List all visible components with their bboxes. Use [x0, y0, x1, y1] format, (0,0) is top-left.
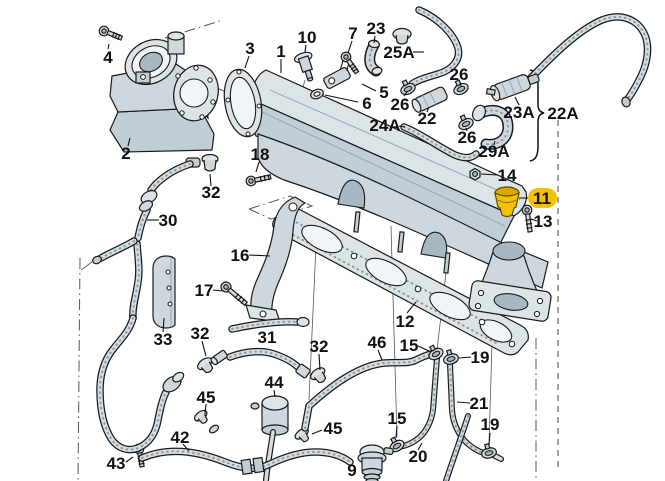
callout-31: 31	[258, 328, 277, 347]
callout-6: 6	[362, 94, 371, 113]
hose-46	[301, 350, 435, 432]
callout-5: 5	[379, 83, 388, 102]
inline-connector-31	[162, 371, 185, 393]
tee-canister-44	[250, 395, 289, 481]
bolt-13	[521, 204, 533, 233]
highlighted-part-11-plug[interactable]	[494, 186, 520, 218]
elbow-29a	[471, 104, 514, 150]
grommet-32-mid	[310, 367, 327, 384]
callout-15-b: 15	[388, 409, 407, 428]
heat-shield-sleeve-33	[152, 255, 176, 329]
hose-loop-lower-left	[96, 314, 170, 454]
callout-22a: 22A	[547, 104, 578, 123]
callout-1: 1	[276, 42, 285, 61]
hose-top-1	[408, 6, 463, 88]
callout-22: 22	[418, 109, 437, 128]
callout-2: 2	[121, 144, 130, 163]
callout-11-highlighted[interactable]: 11	[533, 189, 551, 208]
bolt-4	[98, 25, 124, 41]
bolt-7	[340, 51, 360, 75]
callout-13: 13	[534, 212, 553, 231]
callout-26-c: 26	[458, 128, 477, 147]
throttle-body-gasket	[223, 68, 263, 138]
callout-16: 16	[231, 246, 250, 265]
callout-45-mid: 45	[324, 419, 343, 438]
callout-21: 21	[470, 394, 489, 413]
callout-30: 30	[159, 211, 178, 230]
clamp-15-b	[389, 436, 405, 453]
clamp-26-b	[400, 79, 416, 96]
callout-10: 10	[298, 28, 317, 47]
hose-top-2	[524, 13, 652, 108]
hose-end-upper-31	[228, 316, 310, 333]
hose-42	[138, 447, 354, 476]
callout-15-a: 15	[400, 336, 419, 355]
clamp-19-a	[443, 349, 459, 365]
callout-9: 9	[347, 461, 356, 480]
callout-23: 23	[367, 19, 386, 38]
callout-19-a: 19	[471, 348, 490, 367]
clamp-26-a	[453, 79, 469, 96]
seal-ring-6	[310, 88, 324, 100]
elbow-hose-23	[364, 39, 383, 77]
callout-26-b: 26	[450, 65, 469, 84]
highlighted-callout-11[interactable]: 11	[528, 188, 557, 208]
callout-29a: 29A	[478, 142, 509, 161]
throttle-body-drawing	[109, 31, 219, 153]
clamp-15-a	[428, 344, 444, 361]
manifold-outlet-funnel	[468, 241, 552, 322]
check-valve-22	[411, 86, 448, 113]
callout-32-top: 32	[202, 183, 221, 202]
nut-14	[469, 167, 481, 181]
clamp-26-c	[458, 114, 474, 131]
grommet-32-left	[197, 357, 214, 374]
callout-14: 14	[498, 166, 517, 185]
callout-32-left: 32	[191, 324, 210, 343]
callout-17: 17	[195, 281, 214, 300]
callout-43: 43	[107, 454, 126, 473]
callout-42: 42	[171, 428, 190, 447]
pcv-valve-10	[293, 51, 314, 82]
callout-7: 7	[348, 24, 357, 43]
intake-manifold-drawing	[250, 69, 552, 322]
callout-24a: 24A	[369, 116, 400, 135]
callout-25a: 25A	[383, 43, 414, 62]
bolt-17	[220, 281, 249, 307]
callout-23a: 23A	[503, 103, 534, 122]
barb-fitting-32-left	[210, 349, 228, 366]
hose-24a	[400, 123, 480, 162]
callout-4: 4	[103, 48, 113, 67]
callout-3: 3	[245, 39, 254, 58]
callout-46: 46	[368, 333, 387, 352]
clamp-19-b	[481, 443, 497, 459]
callout-45-left: 45	[197, 388, 216, 407]
callout-labels: 4 2 3 1 10 7 23 25A 5 6 26 26 26 22 24A …	[103, 19, 578, 480]
pressure-regulator-9	[357, 444, 394, 481]
callout-18: 18	[251, 145, 270, 164]
flange-bracket-5	[323, 59, 351, 89]
callout-19-b: 19	[481, 415, 500, 434]
vacuum-valve-23a	[485, 73, 540, 102]
callout-44: 44	[265, 373, 284, 392]
hose-31	[226, 347, 311, 379]
grommet-25a	[392, 27, 412, 45]
hose-30	[92, 160, 194, 322]
callout-leaders	[107, 35, 538, 463]
callout-12: 12	[396, 312, 415, 331]
callout-33: 33	[154, 330, 173, 349]
pipe-20-lower	[443, 413, 471, 481]
callout-32-mid: 32	[310, 337, 329, 356]
bolt-18	[245, 174, 272, 187]
callout-20: 20	[409, 447, 428, 466]
callout-26-a: 26	[391, 95, 410, 114]
pipe-21	[447, 361, 504, 462]
pipe-20	[393, 355, 440, 450]
manifold-gasket-strip	[272, 204, 529, 356]
support-bracket-16	[245, 196, 307, 323]
grommets-45-left	[193, 409, 220, 434]
